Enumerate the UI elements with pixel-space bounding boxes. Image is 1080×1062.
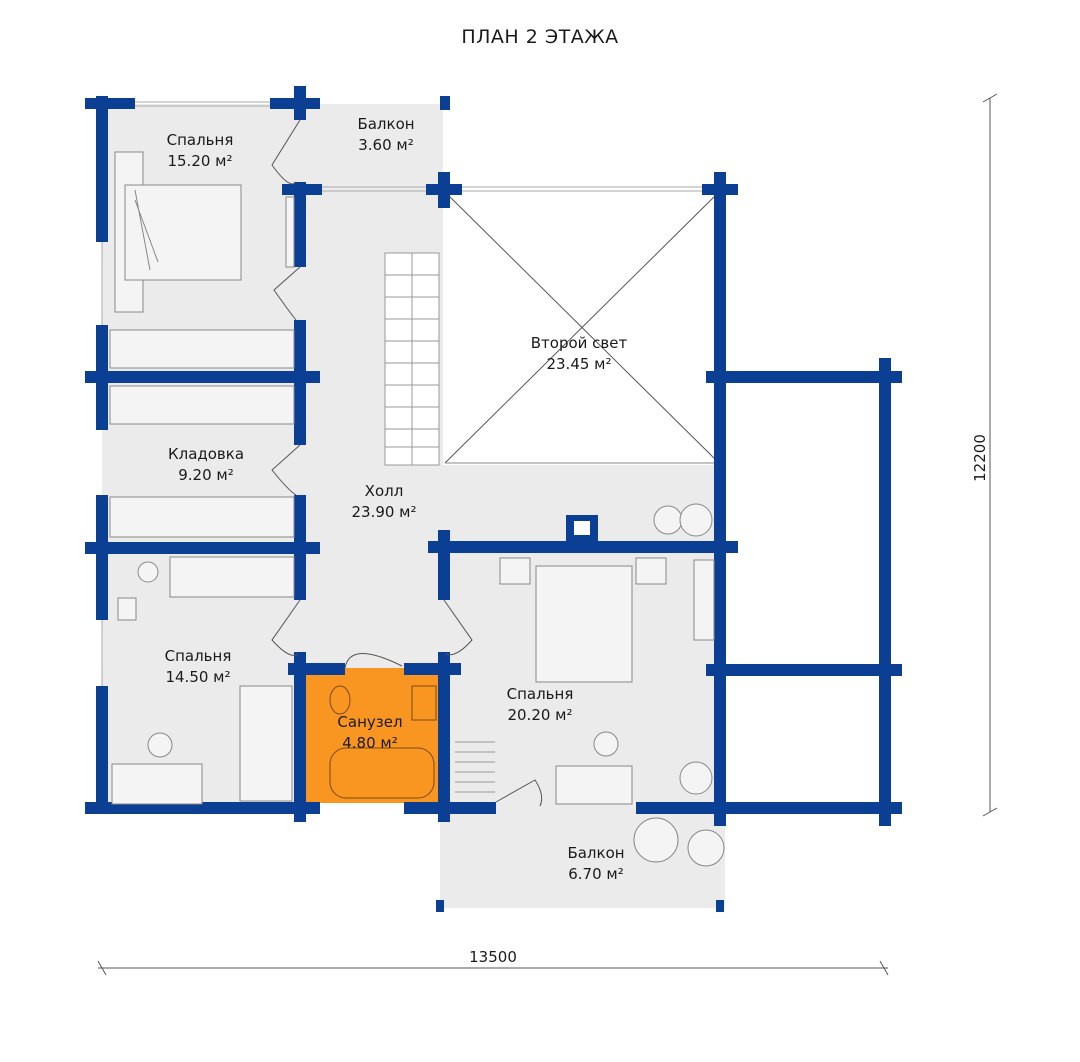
dimension-lines	[97, 93, 998, 976]
room-name: Балкон	[567, 844, 624, 862]
wall	[706, 371, 902, 383]
door-swing	[443, 599, 473, 656]
door-swing	[273, 266, 301, 321]
shelf-unit	[169, 556, 295, 598]
room-name: Спальня	[167, 131, 234, 149]
bed	[535, 565, 633, 683]
toilet	[329, 685, 351, 715]
room-area: 9.20 м²	[178, 466, 234, 484]
staircase	[384, 252, 440, 466]
shelf-unit	[109, 385, 295, 425]
plan-title: ПЛАН 2 ЭТАЖА	[461, 26, 618, 48]
cabinet	[117, 597, 137, 621]
plant	[679, 761, 713, 795]
wall	[428, 541, 738, 553]
wall	[714, 172, 726, 552]
door-swing	[271, 599, 301, 656]
chair	[147, 732, 173, 758]
walls	[85, 86, 902, 912]
wall	[636, 802, 902, 814]
room-area: 15.20 м²	[167, 152, 232, 170]
nightstand	[635, 557, 667, 585]
bathroom-fixtures	[329, 685, 437, 799]
shelf-unit	[109, 496, 295, 538]
plant	[687, 829, 725, 867]
wall	[96, 495, 108, 620]
room-name: Второй свет	[531, 334, 628, 352]
plant	[679, 503, 713, 537]
desk	[555, 765, 633, 805]
room-labels: Спальня 15.20 м² Балкон 3.60 м² Второй с…	[165, 115, 628, 883]
wall	[85, 371, 320, 383]
wall	[85, 98, 135, 109]
room-area: 6.70 м²	[568, 865, 624, 883]
bathroom-floor	[305, 668, 440, 803]
staircase-lower	[455, 741, 495, 793]
chair	[593, 731, 619, 757]
nightstand	[499, 557, 531, 585]
desk	[111, 763, 203, 805]
room-area: 3.60 м²	[358, 136, 414, 154]
room-area: 4.80 м²	[342, 734, 398, 752]
wall	[404, 663, 461, 675]
wall	[96, 96, 108, 242]
wardrobe	[693, 559, 715, 641]
wall	[404, 802, 496, 814]
plant	[137, 561, 159, 583]
plant	[653, 505, 683, 535]
door-swing	[344, 653, 403, 669]
wall	[440, 96, 450, 110]
room-name: Спальня	[165, 647, 232, 665]
second-light-void	[444, 191, 720, 464]
wall	[294, 652, 306, 822]
door-swing	[271, 444, 301, 496]
shelf	[285, 196, 295, 268]
sink	[411, 685, 437, 721]
wall	[282, 184, 322, 195]
door-swing	[271, 119, 301, 185]
wall	[879, 358, 891, 826]
room-area: 14.50 м²	[165, 668, 230, 686]
bathtub	[329, 747, 435, 799]
room-area: 23.45 м²	[546, 355, 611, 373]
width-dimension: 13500	[469, 948, 517, 966]
room-name: Кладовка	[168, 445, 244, 463]
post	[436, 900, 444, 912]
wall	[85, 802, 320, 814]
wall	[702, 184, 738, 195]
room-name: Санузел	[337, 713, 402, 731]
wall	[85, 542, 320, 554]
furniture	[109, 151, 725, 867]
shelf-unit	[109, 329, 295, 369]
armchair	[633, 817, 679, 863]
balcony-top-floor	[300, 104, 443, 190]
room-area: 20.20 м²	[507, 706, 572, 724]
room-name: Балкон	[357, 115, 414, 133]
wall	[294, 182, 306, 267]
wall	[426, 184, 462, 195]
height-dimension: 12200	[971, 434, 989, 482]
wall	[438, 530, 450, 600]
wall	[96, 686, 108, 814]
wall	[706, 664, 902, 676]
doors	[271, 119, 543, 807]
room-name: Холл	[365, 482, 404, 500]
post	[716, 900, 724, 912]
wall	[438, 652, 450, 822]
door-swing	[495, 779, 543, 807]
bed	[124, 184, 242, 281]
chimney-inner	[574, 521, 590, 535]
glazing	[101, 101, 702, 686]
balcony-bottom-floor	[440, 808, 725, 908]
room-name: Спальня	[507, 685, 574, 703]
wall	[714, 546, 726, 826]
wall	[294, 86, 306, 120]
wardrobe	[239, 685, 293, 802]
room-area: 23.90 м²	[351, 503, 416, 521]
